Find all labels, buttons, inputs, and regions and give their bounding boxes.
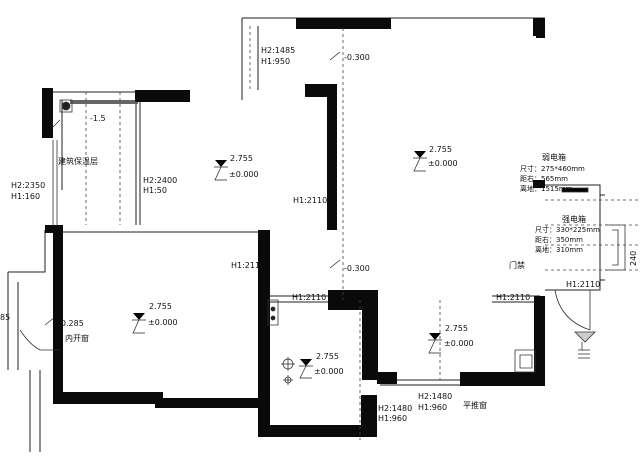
opening-10-h2: H2:1480 xyxy=(418,392,452,401)
opening-1-h1: H1:950 xyxy=(261,57,290,66)
thin-walls xyxy=(7,17,605,452)
weak-box-dist-right: 距右：565mm xyxy=(520,174,568,183)
opening-2-h1: H1:50 xyxy=(143,186,167,195)
dashed-lines xyxy=(85,26,640,440)
opening-2-h2: H2:2400 xyxy=(143,176,177,185)
opening-3-h1: H1:160 xyxy=(11,192,40,201)
opening-5: H1:2110 xyxy=(231,261,265,270)
balcony2-level-label: -0.300 xyxy=(344,264,370,273)
entry-level-label: -0.285 xyxy=(58,319,84,328)
push-window-label: 平推窗 xyxy=(463,400,487,410)
level-marker-e xyxy=(300,359,312,366)
level-top-b: 2.755 xyxy=(429,145,452,154)
insulation-label: 建筑保温层 xyxy=(58,156,98,166)
level-bottom-c: ±0.000 xyxy=(148,318,178,327)
balcony-level-label: -0.300 xyxy=(344,53,370,62)
level-marker-b xyxy=(414,151,426,158)
weak-box-dist-floor: 离地：1515mm xyxy=(520,184,573,193)
inner-window-label: 内开窗 xyxy=(65,333,89,343)
strong-box-dist-right: 距右：350mm xyxy=(535,235,583,244)
level-top-c: 2.755 xyxy=(149,302,172,311)
level-marker-a xyxy=(215,160,227,167)
opening-6: H1:2110 xyxy=(292,293,326,302)
level-markers xyxy=(133,151,441,366)
level-top-d: 2.755 xyxy=(445,324,468,333)
opening-9-h1: H1:960 xyxy=(378,414,407,423)
level-marker-c xyxy=(133,313,145,320)
opening-8: H1:2110 xyxy=(566,280,600,289)
solid-walls xyxy=(42,18,545,437)
bath-level-label: -1.5 xyxy=(90,114,106,123)
strong-box-title: 强电箱 xyxy=(562,214,586,224)
weak-box-size: 尺寸：275*460mm xyxy=(520,164,585,173)
door-access-label: 门禁 xyxy=(509,260,525,270)
level-bottom-e: ±0.000 xyxy=(314,367,344,376)
dim-left: 85 xyxy=(0,313,10,322)
crosshair-symbols xyxy=(281,357,295,385)
level-bottom-b: ±0.000 xyxy=(428,159,458,168)
strong-box-dist-floor: 离地：310mm xyxy=(535,245,583,254)
opening-4: H1:2110 xyxy=(293,196,327,205)
level-bottom-d: ±0.000 xyxy=(444,339,474,348)
opening-9-h2: H2:1480 xyxy=(378,404,412,413)
level-top-a: 2.755 xyxy=(230,154,253,163)
level-marker-d xyxy=(429,333,441,340)
level-bottom-a: ±0.000 xyxy=(229,170,259,179)
dim-right: 240 xyxy=(629,251,638,266)
opening-7: H1:2110 xyxy=(496,293,530,302)
level-top-e: 2.755 xyxy=(316,352,339,361)
weak-box-title: 弱电箱 xyxy=(542,152,566,162)
opening-3-h2: H2:2350 xyxy=(11,181,45,190)
doors-fixtures xyxy=(19,99,626,373)
strong-box-size: 尺寸：330*225mm xyxy=(535,225,600,234)
opening-10-h1: H1:960 xyxy=(418,403,447,412)
opening-1-h2: H2:1485 xyxy=(261,46,295,55)
level-marker-strokes xyxy=(44,51,442,379)
